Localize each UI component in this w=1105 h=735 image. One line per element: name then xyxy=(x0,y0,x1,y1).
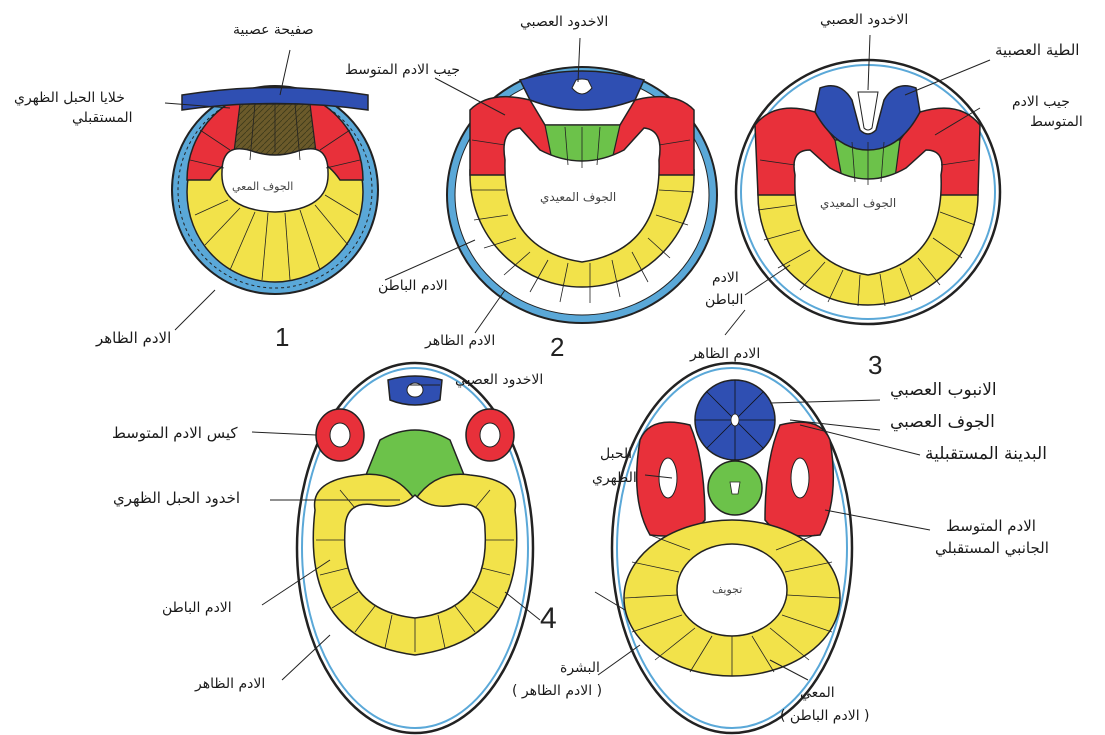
s1-notochord-cells-label: خلايا الحبل الظهري xyxy=(14,90,125,107)
s4b-lateral-mesoderm-label-2: الجانبي المستقبلي xyxy=(935,540,1049,557)
s2-cavity-label: الجوف المعيدي xyxy=(540,190,616,204)
s2-endoderm-label: الادم الباطن xyxy=(378,278,448,295)
s3-endoderm-label-1: الادم xyxy=(712,270,739,287)
s3-endoderm-label-2: الباطن xyxy=(705,292,743,309)
s4b-lateral-mesoderm-label-1: الادم المتوسط xyxy=(946,518,1036,535)
s3-neural-groove-label: الاخدود العصبي xyxy=(820,12,908,29)
s1-cavity-label: الجوف المعي xyxy=(232,180,293,193)
s4b-neural-cavity xyxy=(731,414,739,426)
s2-ectoderm-label: الادم الظاهر xyxy=(425,333,495,350)
stage-number-2: 2 xyxy=(550,332,564,363)
s4b-epidermis-label: البشرة xyxy=(560,660,600,677)
s4b-neural-tube-label: الانبوب العصبي xyxy=(890,382,997,399)
s4b-future-somite-label: البدينة المستقبلية xyxy=(925,446,1047,463)
s4b-gut-paren-label: ( الادم الباطن ) xyxy=(780,708,870,725)
s4a-notochord-groove-label: اخدود الحبل الظهري xyxy=(113,490,240,507)
s3-mesoderm-pouch-label-1: جيب الادم xyxy=(1012,94,1070,111)
s4a-ectoderm-label: الادم الظاهر xyxy=(195,676,265,693)
s4a-neural-groove-label: الاخدود العصبي xyxy=(455,372,543,389)
stage-number-3: 3 xyxy=(868,350,882,381)
s3-ectoderm-label: الادم الظاهر xyxy=(690,346,760,363)
stage-number-1: 1 xyxy=(275,322,289,353)
s4b-epidermis-paren-label: ( الادم الظاهر ) xyxy=(512,683,602,700)
stage-3-embryo xyxy=(736,60,1000,324)
s1-ectoderm-label: الادم الظاهر xyxy=(96,330,171,347)
s1-future-label: المستقبلي xyxy=(72,110,133,127)
s4a-endoderm-label: الادم الباطن xyxy=(162,600,232,617)
s3-cavity-label: الجوف المعيدي xyxy=(820,196,896,210)
s4b-gut-label: المعي xyxy=(800,685,835,702)
s4a-mesoderm-sac-label: كيس الادم المتوسط xyxy=(112,425,238,442)
stage-4a-embryo xyxy=(297,363,533,733)
s1-neural-plate-label: صفيحة عصبية xyxy=(233,22,314,39)
s4b-notochord-label-2: الظهري xyxy=(592,470,637,487)
stage-4b-embryo xyxy=(612,363,852,733)
s3-mesoderm-pouch-label-2: المتوسط xyxy=(1030,114,1083,131)
s4b-neural-cavity-label: الجوف العصبي xyxy=(890,414,995,431)
s4b-small-cavity-label: تجويف xyxy=(712,583,742,596)
s3-neural-fold-label: الطية العصبية xyxy=(995,42,1079,59)
stage-number-4: 4 xyxy=(540,602,557,636)
s4b-notochord-label-1: الحبل xyxy=(600,446,632,463)
s2-neural-groove-label: الاخدود العصبي xyxy=(520,14,608,31)
s2-mesoderm-pouch-label: جيب الادم المتوسط xyxy=(345,62,460,79)
